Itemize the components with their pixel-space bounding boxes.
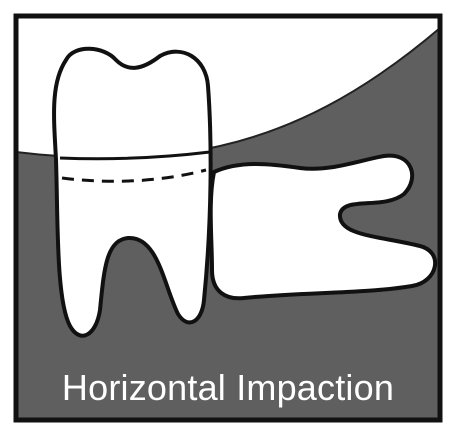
- caption: Horizontal Impaction: [62, 367, 394, 408]
